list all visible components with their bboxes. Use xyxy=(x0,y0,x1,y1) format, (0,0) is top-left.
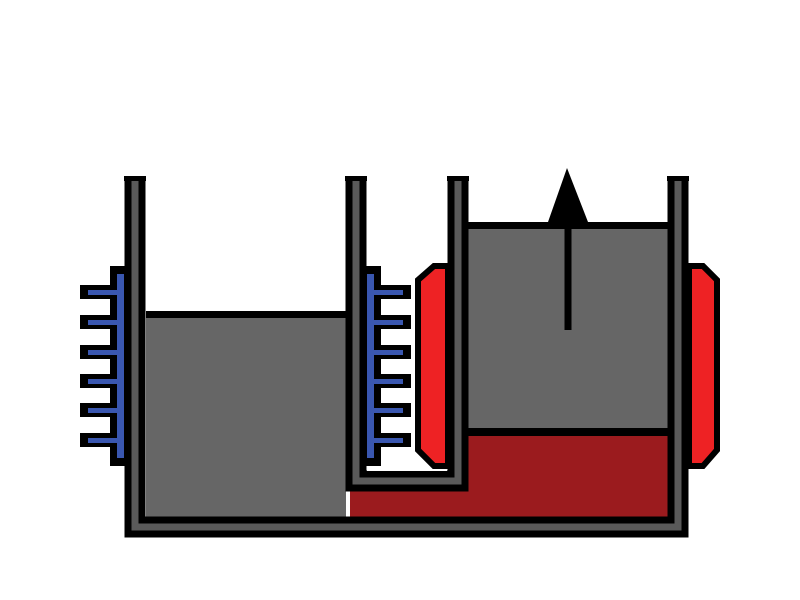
outer-cylinder-wall xyxy=(124,176,689,538)
left-heater-icon xyxy=(415,263,451,469)
hot-fluid xyxy=(350,432,670,521)
middle-divider-wall xyxy=(345,176,469,492)
right-heater-icon xyxy=(686,263,720,469)
middle-cooling-fins-icon xyxy=(366,266,411,466)
left-cooling-fins-icon xyxy=(80,266,125,466)
left-piston xyxy=(146,311,346,520)
motion-arrow-up-icon xyxy=(548,168,588,330)
